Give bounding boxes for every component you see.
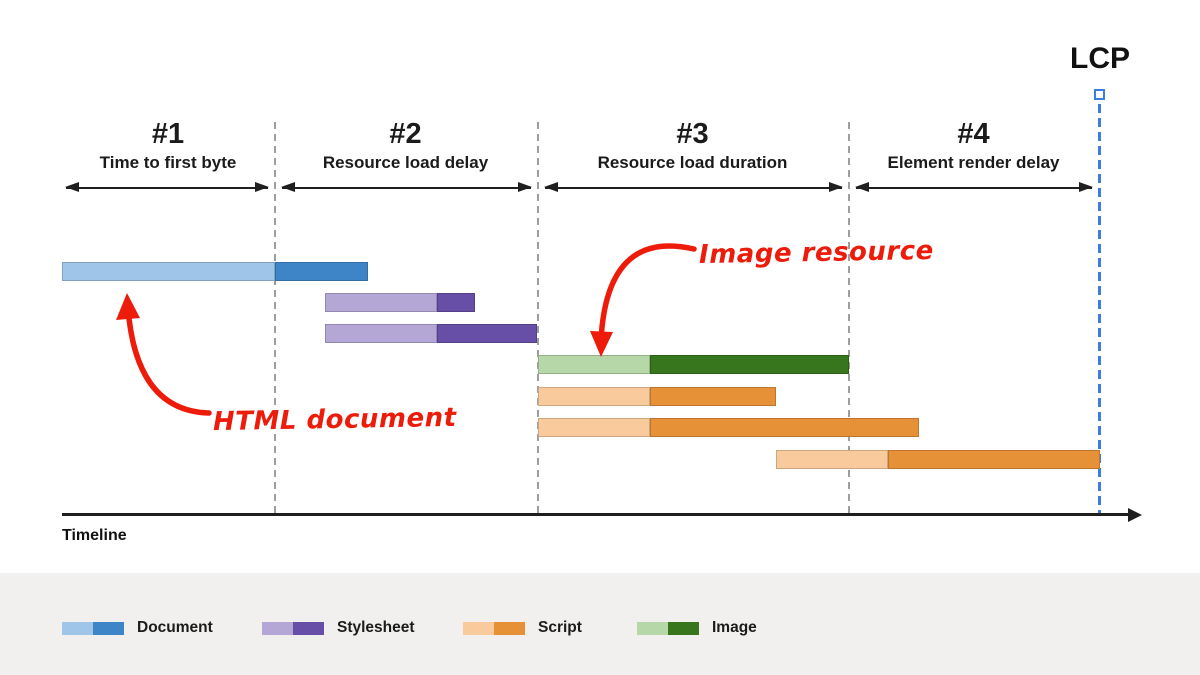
html-document-arrow-icon	[125, 305, 212, 416]
legend-strip	[0, 573, 1200, 675]
phase-divider-1	[274, 122, 276, 516]
phase-label: Time to first byte	[99, 153, 237, 172]
script-swatch-icon	[463, 621, 525, 635]
phase-range-arrow-2	[281, 182, 532, 192]
phase-range-arrow-4	[855, 182, 1093, 192]
lcp-marker-square	[1094, 89, 1105, 100]
phase-number: #2	[389, 118, 422, 150]
phase-label: Resource load delay	[322, 153, 489, 172]
phase-divider-3	[848, 122, 850, 516]
stylesheet-bar-1-dark-segment	[437, 293, 475, 312]
script-bar-1-dark-segment	[650, 387, 776, 406]
timeline-label: Timeline	[62, 527, 127, 544]
timeline-axis-arrowhead-icon	[1128, 507, 1142, 522]
document-bar-dark-segment	[275, 262, 368, 281]
legend-label: Stylesheet	[337, 619, 415, 636]
html-document-annotation: HTML document	[212, 402, 457, 438]
script-bar-2-dark-segment	[650, 418, 919, 437]
phase-number: #4	[957, 118, 990, 150]
phase-range-arrow-1	[65, 182, 269, 192]
phase-header-4: #4 Element render delay	[848, 119, 1099, 174]
image-swatch-icon	[637, 621, 699, 635]
document-bar-light-segment	[62, 262, 275, 281]
image-bar-dark-segment	[650, 355, 849, 374]
legend-label: Image	[712, 619, 757, 636]
legend-item-document: Document	[62, 619, 213, 637]
image-resource-arrowhead-icon	[590, 331, 613, 357]
html-document-arrowhead-icon	[116, 293, 140, 320]
stylesheet-bar-2-light-segment	[325, 324, 437, 343]
legend-label: Script	[538, 619, 582, 636]
lcp-label: LCP	[1070, 42, 1130, 75]
phase-header-3: #3 Resource load duration	[537, 119, 848, 174]
script-bar-3-light-segment	[776, 450, 888, 469]
script-bar-1-light-segment	[538, 387, 650, 406]
image-resource-annotation: Image resource	[698, 235, 935, 271]
script-bar-2-light-segment	[538, 418, 650, 437]
phase-label: Resource load duration	[597, 153, 788, 172]
phase-header-1: #1 Time to first byte	[62, 119, 274, 174]
stylesheet-bar-1-light-segment	[325, 293, 437, 312]
image-resource-arrow-icon	[598, 243, 697, 343]
phase-header-2: #2 Resource load delay	[274, 119, 537, 174]
phase-label: Element render delay	[887, 153, 1060, 172]
stylesheet-bar-2-dark-segment	[437, 324, 537, 343]
legend-item-script: Script	[463, 619, 582, 637]
lcp-dashed-line	[1098, 104, 1101, 516]
phase-range-arrow-3	[544, 182, 843, 192]
legend-label: Document	[137, 619, 213, 636]
legend-item-stylesheet: Stylesheet	[262, 619, 415, 637]
phase-number: #3	[676, 118, 709, 150]
timeline-axis	[62, 513, 1129, 516]
document-swatch-icon	[62, 621, 124, 635]
image-bar-light-segment	[538, 355, 650, 374]
legend-item-image: Image	[637, 619, 757, 637]
script-bar-3-dark-segment	[888, 450, 1100, 469]
phase-divider-2	[537, 122, 539, 516]
phase-number: #1	[151, 118, 185, 150]
stylesheet-swatch-icon	[262, 621, 324, 635]
